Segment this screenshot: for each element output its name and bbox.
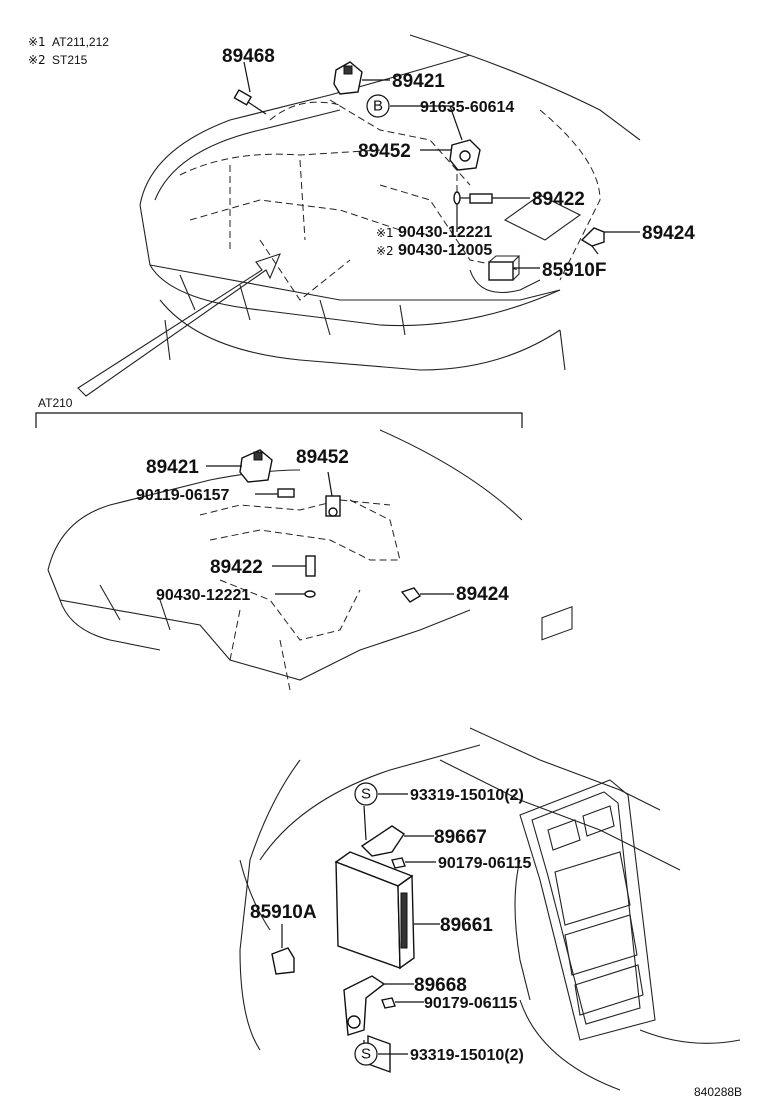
label-90430-1-mark: ※1 [376,226,394,240]
label-mid-89424: 89424 [456,584,509,605]
bottom-dashboard-drawing [239,606,741,1091]
section-bracket [35,412,523,428]
label-93319-15010-top: 93319-15010(2) [410,787,524,804]
section-label-at210: AT210 [38,396,73,410]
label-89668: 89668 [414,975,467,996]
note1-mark: ※1 [28,35,46,49]
label-mid-90430-12221: 90430-12221 [156,587,250,604]
label-85910F: 85910F [542,260,606,281]
top-parts [233,61,605,281]
sensor-89424 [580,227,605,255]
ecu-connector [400,892,408,949]
label-89452: 89452 [358,141,411,162]
mid-part-labels: 89421 89452 90119-06157 89422 90430-1222… [136,447,509,605]
note2-mark: ※2 [28,53,46,67]
top-part-labels: 89468 89421 B 91635-60614 89452 89422 ※1… [222,46,695,281]
label-mid-89422: 89422 [210,557,263,578]
symbol-s1-circle [354,782,378,806]
mid-engine-bay-drawing [47,429,523,691]
bracket-89667 [360,825,405,857]
mid-sensor-89452 [325,495,341,517]
label-89468: 89468 [222,46,275,67]
symbol-s2-text: S [361,1046,371,1063]
at210-section: AT210 [35,396,523,428]
label-90430-2-mark: ※2 [376,244,394,258]
symbol-b-text: B [373,98,383,115]
mid-leaders [206,465,454,595]
arrow-to-engine [77,253,281,397]
sensor-89468 [233,89,267,115]
sensor-89421 [333,61,363,95]
nut-90179-top [391,857,406,869]
label-89661: 89661 [440,915,493,936]
mid-sensor-89421 [239,449,273,483]
label-91635-60614: 91635-60614 [420,99,514,116]
label-mid-89452: 89452 [296,447,349,468]
label-90179-06115-top: 90179-06115 [438,855,532,872]
mid-sensor-89424 [400,587,422,603]
symbol-b-circle [366,94,390,118]
bottom-leaders [281,793,440,1055]
label-89667: 89667 [434,827,487,848]
note2-text: ST215 [52,53,88,67]
bottom-parts [271,825,415,1073]
label-85910A: 85910A [250,902,317,923]
label-90430-12221-top: 90430-12221 [398,224,492,241]
nut-90179-bottom [381,997,396,1009]
symbol-s1-text: S [361,786,371,803]
label-93319-15010-bottom: 93319-15010(2) [410,1047,524,1064]
relay-85910A [271,947,295,975]
bracket-89668 [343,975,386,1036]
label-mid-89421: 89421 [146,457,199,478]
bottom-part-labels: S 93319-15010(2) 89667 90179-06115 85910… [250,782,532,1066]
mid-sensor-89422 [305,555,316,577]
sensor-89452 [449,139,481,171]
ecu-89661 [334,851,415,1073]
label-90179-06115-bottom: 90179-06115 [424,995,518,1012]
figure-code: 840288B [694,1085,742,1099]
notes: ※1 AT211,212 ※2 ST215 [28,35,109,67]
sensor-89422 [453,191,493,205]
label-90119-06157: 90119-06157 [136,487,230,504]
note1-text: AT211,212 [52,35,109,49]
top-leaders [243,61,640,269]
label-89422: 89422 [532,189,585,210]
mid-parts [239,449,422,603]
relay-85910F [488,255,521,281]
label-89421: 89421 [392,71,445,92]
label-89424-top: 89424 [642,223,695,244]
mid-bolt-90119 [277,488,295,498]
mid-washer-90430 [304,590,316,598]
label-90430-12005: 90430-12005 [398,242,492,259]
symbol-s2-circle [354,1042,378,1066]
